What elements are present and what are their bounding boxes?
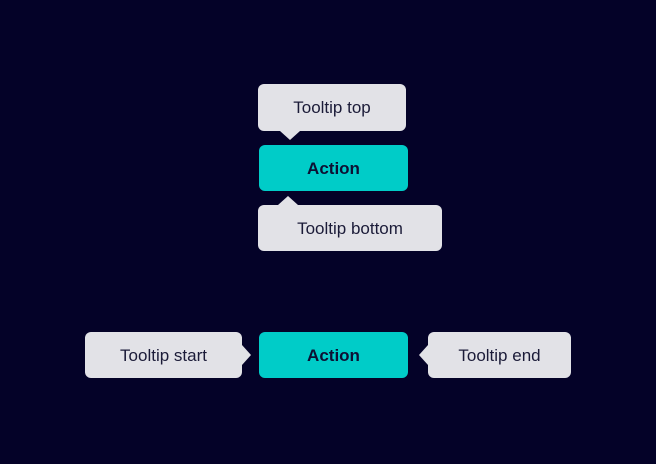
tooltip-start: Tooltip start bbox=[85, 332, 242, 378]
tooltip-top: Tooltip top bbox=[258, 84, 406, 131]
action-button-vertical[interactable]: Action bbox=[259, 145, 408, 191]
tooltip-end: Tooltip end bbox=[428, 332, 571, 378]
arrow-up-icon bbox=[278, 196, 298, 205]
tooltip-bottom: Tooltip bottom bbox=[258, 205, 442, 251]
arrow-left-icon bbox=[419, 345, 428, 365]
arrow-right-icon bbox=[242, 345, 251, 365]
action-button-horizontal[interactable]: Action bbox=[259, 332, 408, 378]
arrow-down-icon bbox=[280, 131, 300, 140]
